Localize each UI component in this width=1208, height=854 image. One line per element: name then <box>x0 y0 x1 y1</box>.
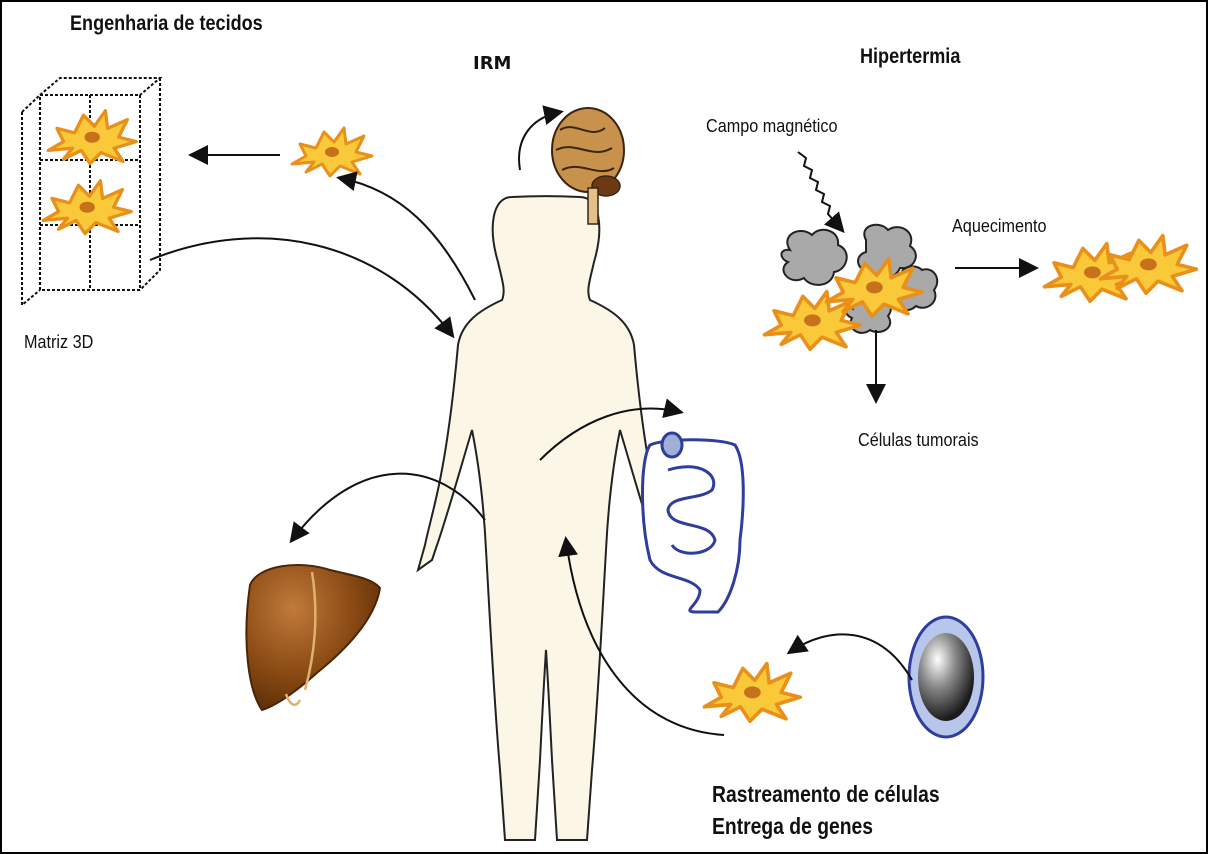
arrow-matrix-to-body <box>150 238 452 335</box>
label-cell-tracking: Rastreamento de células <box>712 778 940 810</box>
cell-in-matrix <box>48 111 136 164</box>
human-body-figure <box>418 196 674 840</box>
label-mri: IRM <box>473 53 511 74</box>
magnetic-field-arrow <box>798 152 842 230</box>
label-heating: Aquecimento <box>952 216 1047 237</box>
label-tumor-cells: Células tumorais <box>858 430 979 451</box>
labeled-cell <box>704 664 800 722</box>
label-hyperthermia: Hipertermia <box>860 45 960 69</box>
intestine-icon <box>643 433 744 612</box>
liver-icon <box>246 565 380 710</box>
cell-icon <box>292 128 372 176</box>
label-magnetic-field: Campo magnético <box>706 116 837 137</box>
arrow-particle-to-cell <box>790 634 912 680</box>
label-gene-delivery: Entrega de genes <box>712 810 873 842</box>
label-3d-matrix: Matriz 3D <box>24 332 93 353</box>
arrow-body-to-cell <box>340 178 475 300</box>
magnetic-nanoparticle-icon <box>909 617 983 737</box>
label-tissue-engineering: Engenharia de tecidos <box>70 12 263 36</box>
